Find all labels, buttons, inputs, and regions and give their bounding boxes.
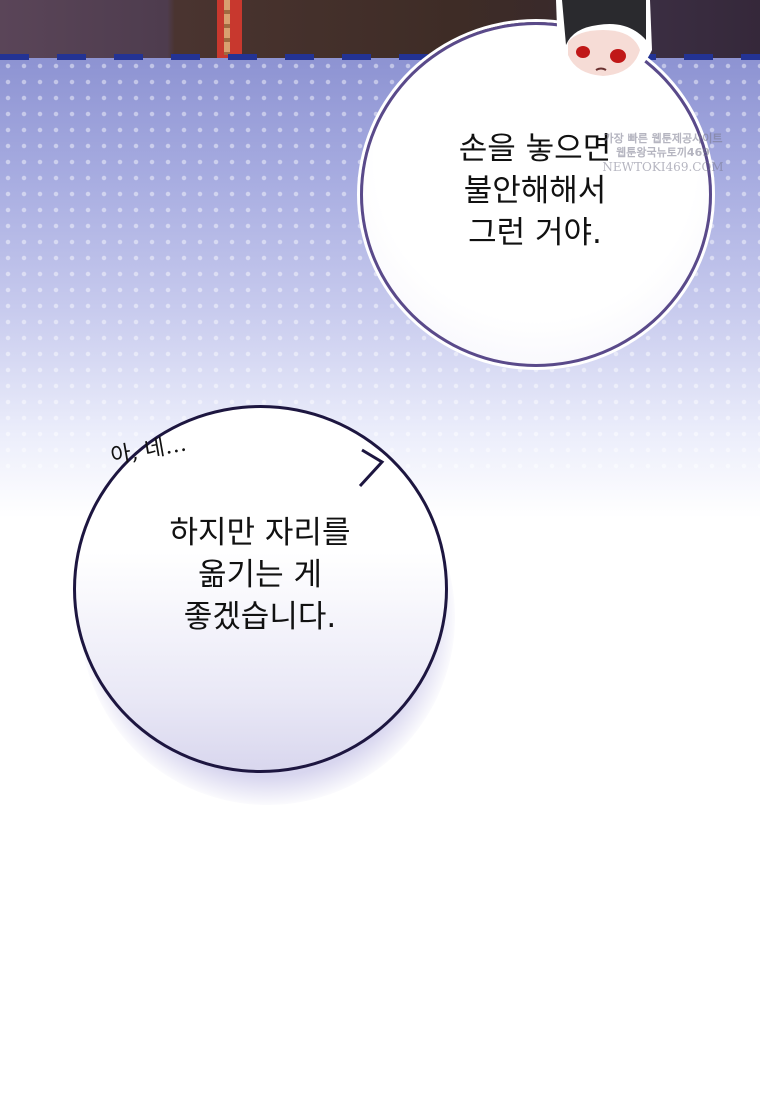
- watermark-url: NEWTOKI469.COM: [602, 160, 724, 174]
- speech-text-top: 손을 놓으면 불안해해서 그런 거야.: [458, 131, 612, 251]
- speech-bubble-top: [360, 22, 712, 367]
- watermark-line2: 웹툰왕국뉴토끼469: [616, 146, 710, 159]
- gold-chain: [224, 0, 230, 55]
- dashed-divider: [0, 54, 760, 60]
- speech-text-bottom: 하지만 자리를 옮기는 게 좋겠습니다.: [169, 515, 351, 635]
- speech-tail: [354, 444, 385, 488]
- watermark-line1: 가장 빠른 웹툰제공사이트: [603, 132, 723, 145]
- chibi-character-icon: [556, 0, 652, 80]
- watermark: 가장 빠른 웹툰제공사이트 웹툰왕국뉴토끼469 NEWTOKI469.COM: [598, 132, 728, 174]
- speech-bubble-bottom: [73, 405, 448, 773]
